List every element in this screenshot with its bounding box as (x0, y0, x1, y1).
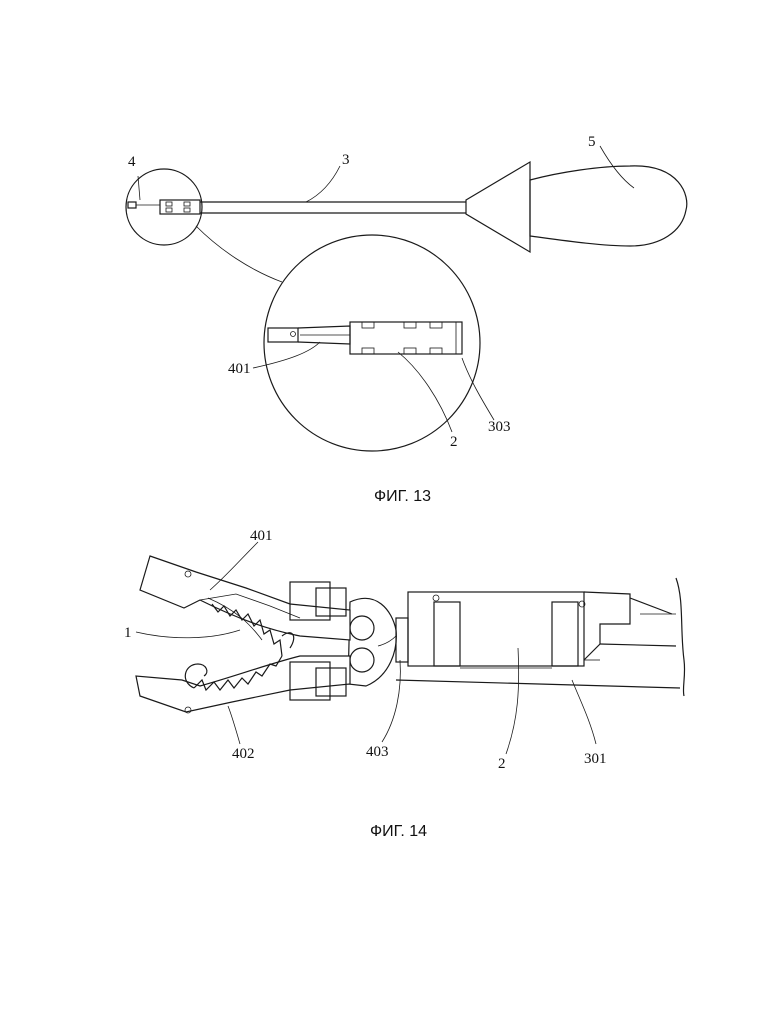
label-jaw-link: 401 (228, 361, 251, 377)
label-tip: 4 (128, 154, 136, 170)
break-line (676, 578, 685, 696)
leaders-fig13 (138, 146, 634, 432)
figure-13: 4 3 5 401 2 303 ФИГ. 13 (126, 134, 687, 505)
lower-jaw (136, 656, 350, 713)
figure-14: 401 1 402 403 2 301 ФИГ. 14 (124, 528, 685, 840)
shaft (200, 202, 466, 213)
leaders-fig14 (136, 542, 596, 754)
label-upper-jaw: 401 (250, 528, 273, 544)
label-clip: 2 (450, 434, 458, 450)
clip-housing (408, 592, 630, 668)
tip-detail-circle (126, 169, 202, 245)
magnified-detail-circle (264, 235, 480, 451)
outer-tube (396, 598, 680, 688)
label-sleeve: 303 (488, 419, 511, 435)
label-lower-jaw: 402 (232, 746, 255, 762)
figure-13-caption: ФИГ. 13 (374, 488, 431, 505)
upper-jaw (140, 556, 350, 640)
cone-connector (466, 162, 530, 252)
tip-assembly-small (128, 200, 200, 214)
label-pivot: 403 (366, 744, 389, 760)
detail-connector (196, 226, 282, 282)
label-clip-tooth: 1 (124, 625, 132, 641)
label-tube: 301 (584, 751, 607, 767)
label-shaft: 3 (342, 152, 350, 168)
tip-assembly-magnified (268, 322, 462, 354)
label-handle: 5 (588, 134, 596, 150)
handle (530, 166, 687, 246)
pivot-joint (348, 598, 408, 686)
label-clip-fig14: 2 (498, 756, 506, 772)
figure-14-caption: ФИГ. 14 (370, 823, 427, 840)
